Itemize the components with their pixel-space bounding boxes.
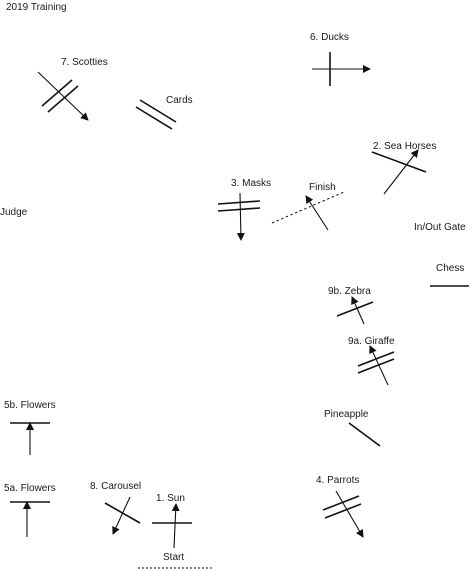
label-scotties: 7. Scotties [61,57,108,68]
label-start: Start [163,552,185,563]
label-flowers-5b: 5b. Flowers [4,400,56,411]
label-sun: 1. Sun [156,493,185,504]
jump-giraffe [357,351,395,374]
jump-pineapple [348,422,381,447]
label-finish: Finish [309,182,336,193]
label-judge: Judge [0,207,28,218]
map-title: 2019 Training [6,2,67,13]
label-chess: Chess [436,263,465,274]
arrow-parrots [335,490,364,538]
label-giraffe: 9a. Giraffe [348,336,395,347]
jump-sea-horses [371,151,427,173]
arrow-finish [305,195,329,231]
label-in-out-gate: In/Out Gate [414,222,466,233]
label-carousel: 8. Carousel [90,481,142,492]
label-pineapple: Pineapple [324,409,369,420]
jump-parrots [322,495,362,519]
finish-line [271,191,345,224]
label-parrots: 4. Parrots [316,475,360,486]
label-flowers-5a: 5a. Flowers [4,483,56,494]
arrow-masks [236,192,245,241]
arrow-zebra [351,296,365,325]
arrow-carousel [112,496,131,535]
jump-zebra [336,301,374,317]
label-zebra: 9b. Zebra [328,286,371,297]
jump-scotties [41,79,79,113]
jump-masks [217,200,261,212]
jump-cards [135,99,177,130]
arrow-giraffe [369,345,389,386]
label-sea-horses: 2. Sea Horses [373,141,437,152]
label-ducks: 6. Ducks [310,32,349,43]
arrow-scotties [37,71,89,121]
arrow-sea-horses [383,149,419,195]
label-cards: Cards [166,95,193,106]
arrow-sun [171,503,180,549]
label-masks: 3. Masks [231,178,272,189]
